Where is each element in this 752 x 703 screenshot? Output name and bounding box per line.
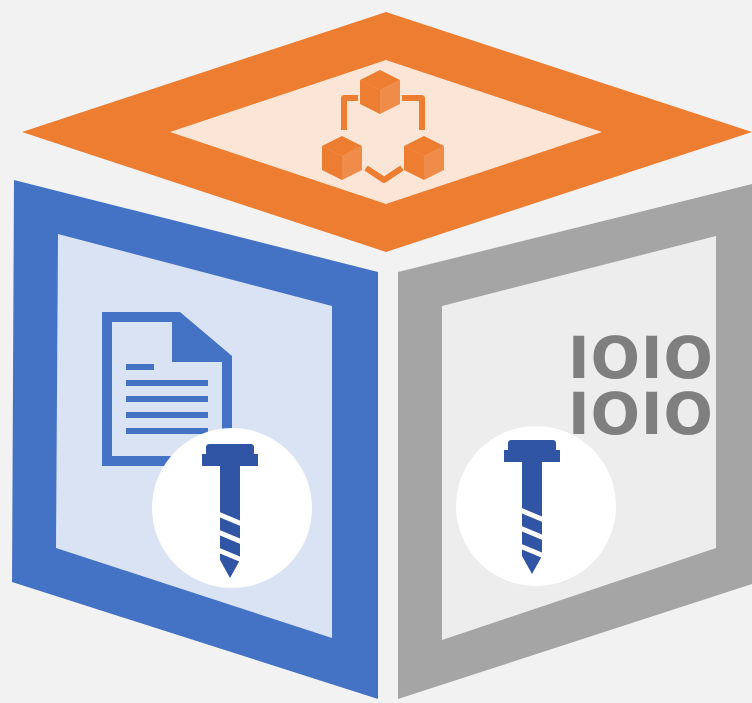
binary-line-2: IOIO — [568, 380, 714, 448]
binary-line-1: IOIO — [568, 324, 714, 392]
binary-text: IOIO IOIO — [568, 324, 714, 448]
document-icon — [102, 312, 232, 466]
linked-blocks-icon — [322, 70, 444, 183]
top-face — [22, 12, 752, 252]
left-screw-badge — [152, 428, 312, 588]
right-screw-badge — [456, 426, 616, 586]
